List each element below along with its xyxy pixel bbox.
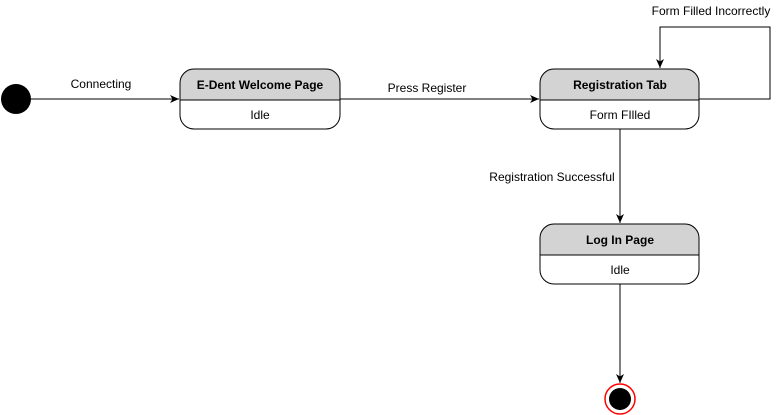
initial-state xyxy=(1,84,31,114)
state-login-body: Idle xyxy=(610,263,630,277)
state-welcome-header xyxy=(180,69,340,100)
state-welcome-page: E-Dent Welcome Page Idle xyxy=(179,68,341,130)
transition-form-filled-incorrectly-arrow xyxy=(656,26,771,100)
transition-label-registration-successful: Registration Successful xyxy=(489,170,614,184)
state-welcome-body: Idle xyxy=(250,108,270,122)
state-login-page: Log In Page Idle xyxy=(539,223,700,285)
state-registration-body: Form FIlled xyxy=(590,108,651,122)
state-registration-header xyxy=(540,69,699,100)
state-registration-tab: Registration Tab Form FIlled xyxy=(539,68,700,130)
transition-label-form-filled-incorrectly: Form Filled Incorrectly xyxy=(652,4,771,18)
state-login-title: Log In Page xyxy=(586,233,654,247)
final-state xyxy=(604,383,636,415)
state-welcome-title: E-Dent Welcome Page xyxy=(197,78,324,92)
state-login-header xyxy=(540,224,699,255)
transition-label-connecting: Connecting xyxy=(71,77,132,91)
state-registration-title: Registration Tab xyxy=(573,78,667,92)
transition-label-press-register: Press Register xyxy=(388,81,467,95)
